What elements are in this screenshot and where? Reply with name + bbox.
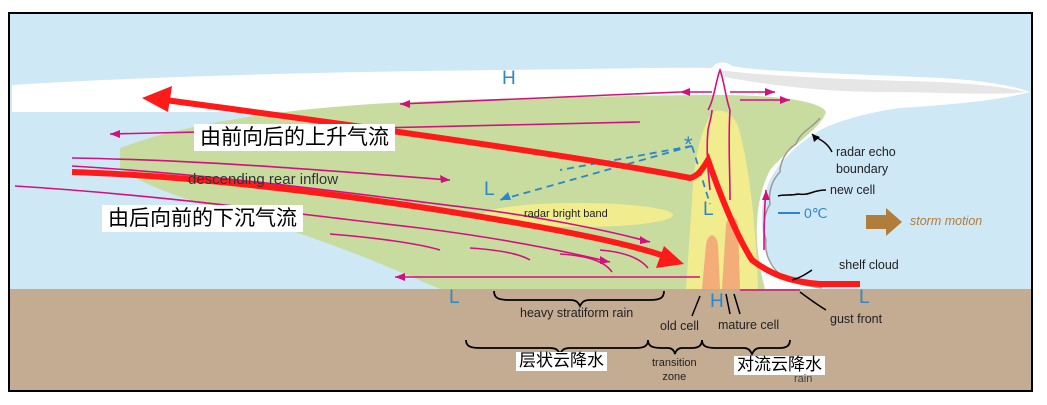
streamline-updraft-2	[728, 109, 731, 201]
pointer-new-cell	[777, 189, 827, 197]
streamline-low-1	[329, 233, 441, 251]
brace-convective-precip	[701, 339, 791, 357]
streamline-inflow-2	[71, 165, 651, 243]
ground	[10, 289, 1031, 390]
dashed-link-left	[499, 145, 693, 201]
rear-to-front-arrow	[71, 169, 665, 259]
pressure-high-top: H	[502, 68, 516, 89]
heavy-stratiform-rain-label: heavy stratiform rain	[520, 306, 634, 320]
streamline-low-4	[599, 249, 649, 269]
pressure-high-bottom: H	[710, 291, 724, 312]
old-cell-label: old cell	[660, 319, 699, 333]
arrowhead	[765, 88, 775, 96]
braces	[465, 290, 791, 357]
pressure-low-convective: L	[703, 199, 714, 220]
gust-front-label: gust front	[830, 312, 883, 326]
streamline-top-left	[399, 91, 681, 105]
pressure-low-bottom-left: L	[449, 287, 460, 308]
convective-rain-partial-label: rain	[794, 373, 813, 385]
arrowhead	[780, 96, 790, 104]
arrowhead	[640, 236, 650, 244]
streamline-arrowheads	[110, 88, 790, 281]
brace-transition-zone	[647, 339, 703, 355]
descending-rear-inflow-label: descending rear inflow	[188, 171, 339, 188]
right-arrow-icon	[866, 208, 902, 236]
transition-zone-label: transition zone	[652, 357, 697, 384]
pointer-mature-cell-2	[725, 293, 731, 315]
front-to-rear-arrow	[164, 97, 860, 287]
streamline-low-3	[559, 253, 613, 273]
radar-bright-band-label: radar bright band	[524, 208, 608, 220]
arrowhead	[762, 190, 770, 200]
zero-c-label: 0℃	[804, 205, 828, 221]
mature-cell-label: mature cell	[718, 318, 780, 332]
arrowhead	[440, 175, 450, 183]
pointer-shelf-cloud	[791, 269, 813, 281]
front-to-rear-label: 由前向后的上升气流	[194, 124, 395, 151]
new-cell-label: new cell	[830, 183, 876, 197]
arrowhead	[812, 134, 820, 142]
pressure-low-right: L	[859, 287, 870, 308]
shelf-cloud-label: shelf cloud	[839, 258, 899, 272]
stratiform-precip-label: 层状云降水	[516, 352, 607, 371]
rear-to-front-arrowhead	[656, 246, 684, 268]
pointer-gust-front	[799, 291, 827, 311]
pressure-low-left: L	[484, 179, 495, 200]
streamline-inflow-3	[14, 185, 611, 263]
streamline-updraft	[706, 109, 713, 191]
streamline-inflow-1	[71, 157, 451, 181]
dashed-arrowhead	[500, 192, 511, 200]
arrowhead	[600, 256, 610, 264]
anvil-shading	[720, 70, 1026, 94]
old-cell	[702, 235, 720, 289]
arrowhead	[680, 88, 690, 96]
radar-bright-band	[483, 203, 673, 227]
brace-heavy-stratiform-rain	[493, 290, 665, 309]
front-to-rear-arrowhead	[142, 86, 172, 112]
pointer-mature-cell	[733, 293, 741, 315]
asterisk-icon: *	[684, 132, 693, 157]
dashed-link-mid	[559, 145, 693, 171]
streamline-low-2	[469, 247, 531, 261]
radar-echo-boundary-label: radar echo boundary	[836, 145, 896, 176]
streamline-overshoot	[707, 67, 731, 111]
arrowhead	[395, 273, 405, 281]
arrowhead	[110, 130, 120, 138]
storm-motion-label: storm motion	[910, 214, 983, 228]
convective-precip-label: 对流云降水	[734, 356, 825, 375]
arrowhead	[400, 100, 410, 108]
pointer-old-cell	[691, 295, 701, 317]
rear-to-front-label: 由后向前的下沉气流	[102, 205, 303, 232]
